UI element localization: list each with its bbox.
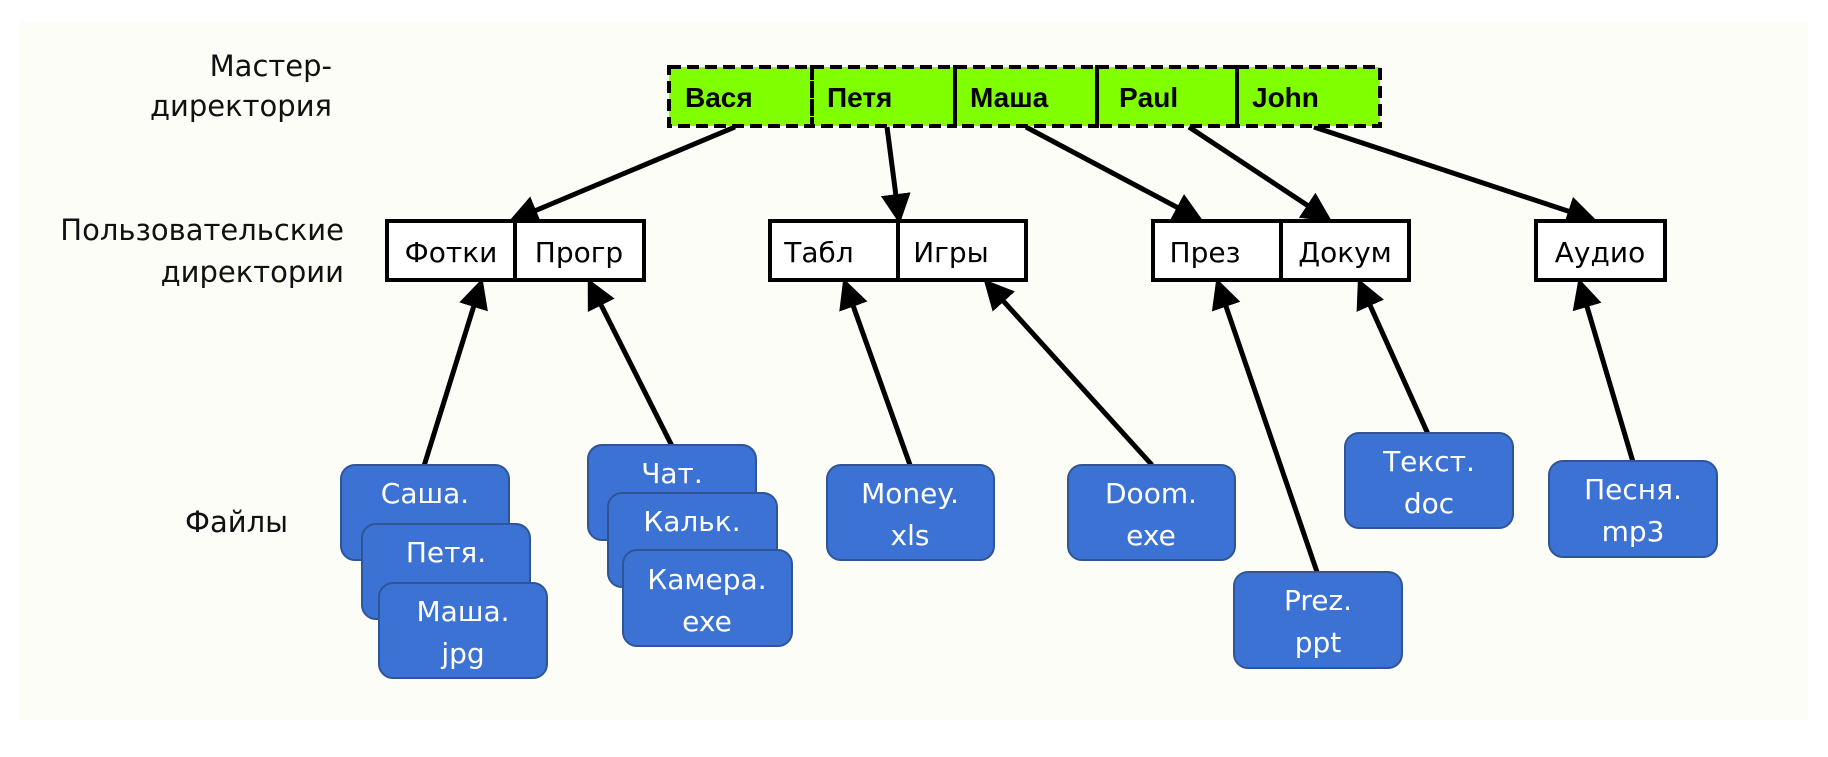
user-dir-label: Табл bbox=[783, 236, 853, 269]
master-cell-vasya[interactable]: Вася bbox=[667, 65, 814, 128]
file-label-line1: Текст. bbox=[1382, 445, 1475, 478]
file-masha-jpg[interactable]: Маша. jpg bbox=[378, 582, 548, 679]
file-label-line2: exe bbox=[1126, 519, 1176, 552]
file-label-line2: exe bbox=[682, 605, 732, 638]
arrow-doom-to-igry bbox=[983, 279, 1154, 467]
master-cell-label: Маша bbox=[970, 82, 1049, 113]
file-kamera-exe[interactable]: Камера. exe bbox=[622, 549, 793, 647]
arrow-masha-to-prez bbox=[1024, 124, 1204, 222]
user-dir-label: Прогр bbox=[535, 236, 623, 269]
master-directory: Вася Петя Маша Paul John bbox=[667, 65, 1382, 128]
master-cell-john[interactable]: John bbox=[1235, 65, 1382, 128]
arrow-pesnya-to-audio bbox=[1572, 278, 1636, 463]
file-tekst-doc[interactable]: Текст. doc bbox=[1344, 432, 1514, 529]
file-label-line1: Кальк. bbox=[643, 505, 740, 538]
diagram-background bbox=[19, 22, 1808, 720]
user-dir-group-john: Аудио bbox=[1534, 219, 1667, 282]
user-label-line1: Пользовательские bbox=[60, 213, 344, 247]
file-label-line1: Чат. bbox=[641, 457, 703, 490]
user-dir-prez[interactable]: През bbox=[1151, 219, 1283, 282]
file-label-line1: Камера. bbox=[647, 563, 766, 596]
files: Саша. Петя. Маша. jpg Чат. Кальк. Камера… bbox=[340, 432, 1718, 679]
master-cell-label: Вася bbox=[685, 82, 753, 113]
file-money-xls[interactable]: Money. xls bbox=[826, 464, 995, 561]
master-cell-paul[interactable]: Paul bbox=[1095, 65, 1239, 128]
master-cell-label: Paul bbox=[1119, 82, 1178, 113]
user-dir-fotki[interactable]: Фотки bbox=[385, 219, 517, 282]
row-labels: Мастер- директория Пользовательские дире… bbox=[60, 49, 344, 539]
user-dir-igry[interactable]: Игры bbox=[896, 219, 1028, 282]
master-label-line1: Мастер- bbox=[210, 49, 332, 83]
user-dir-dokum[interactable]: Докум bbox=[1279, 219, 1411, 282]
file-label-line1: Саша. bbox=[381, 477, 469, 510]
file-label-line1: Money. bbox=[861, 477, 959, 510]
arrow-john-to-audio bbox=[1313, 124, 1597, 226]
user-dir-label: Игры bbox=[913, 236, 989, 269]
file-label-line2: doc bbox=[1404, 487, 1454, 520]
file-label-line1: Петя. bbox=[406, 536, 486, 569]
user-label-line2: директории bbox=[161, 255, 344, 289]
file-label-line2: ppt bbox=[1295, 626, 1342, 659]
arrow-tekst-to-dokum bbox=[1356, 278, 1431, 436]
master-label-line2: директория bbox=[150, 89, 332, 123]
file-label-line1: Песня. bbox=[1584, 473, 1682, 506]
user-dir-label: Аудио bbox=[1555, 236, 1645, 269]
arrow-money-to-tabl bbox=[839, 278, 913, 466]
user-dir-group-petya: Табл Игры bbox=[768, 219, 1028, 282]
file-label-line1: Doom. bbox=[1105, 477, 1197, 510]
user-dir-audio[interactable]: Аудио bbox=[1534, 219, 1667, 282]
user-dir-label: През bbox=[1170, 236, 1241, 269]
file-pesnya-mp3[interactable]: Песня. mp3 bbox=[1548, 460, 1718, 558]
arrow-petya-to-tabl bbox=[880, 126, 911, 224]
user-dir-progr[interactable]: Прогр bbox=[513, 219, 646, 282]
user-directories: Фотки Прогр Табл Игры През bbox=[385, 219, 1667, 282]
user-dir-group-masha: През Докум bbox=[1151, 219, 1411, 282]
user-dir-tabl[interactable]: Табл bbox=[768, 219, 900, 282]
arrow-vasya-to-fotki bbox=[508, 124, 736, 225]
file-label-line2: xls bbox=[891, 519, 930, 552]
file-label-line2: jpg bbox=[440, 637, 484, 670]
user-dir-group-vasya: Фотки Прогр bbox=[385, 219, 646, 282]
master-cell-petya[interactable]: Петя bbox=[810, 65, 957, 128]
master-cell-label: John bbox=[1252, 82, 1319, 113]
file-label-line2: mp3 bbox=[1602, 515, 1665, 548]
file-prez-ppt[interactable]: Prez. ppt bbox=[1233, 571, 1403, 669]
file-label-line1: Prez. bbox=[1284, 584, 1352, 617]
master-directory-fill bbox=[669, 67, 1380, 126]
arrow-prez-to-prez bbox=[1211, 278, 1320, 573]
arrow-sasha-to-fotki bbox=[421, 278, 488, 467]
arrows bbox=[421, 124, 1636, 573]
files-label: Файлы bbox=[185, 505, 288, 539]
file-doom-exe[interactable]: Doom. exe bbox=[1067, 464, 1236, 561]
file-label-line1: Маша. bbox=[417, 595, 510, 628]
master-cell-label: Петя bbox=[827, 82, 892, 113]
arrow-paul-to-dokum bbox=[1187, 124, 1333, 222]
user-dir-label: Докум bbox=[1298, 236, 1392, 269]
arrow-chat-to-progr bbox=[587, 278, 675, 448]
user-dir-label: Фотки bbox=[405, 236, 498, 269]
